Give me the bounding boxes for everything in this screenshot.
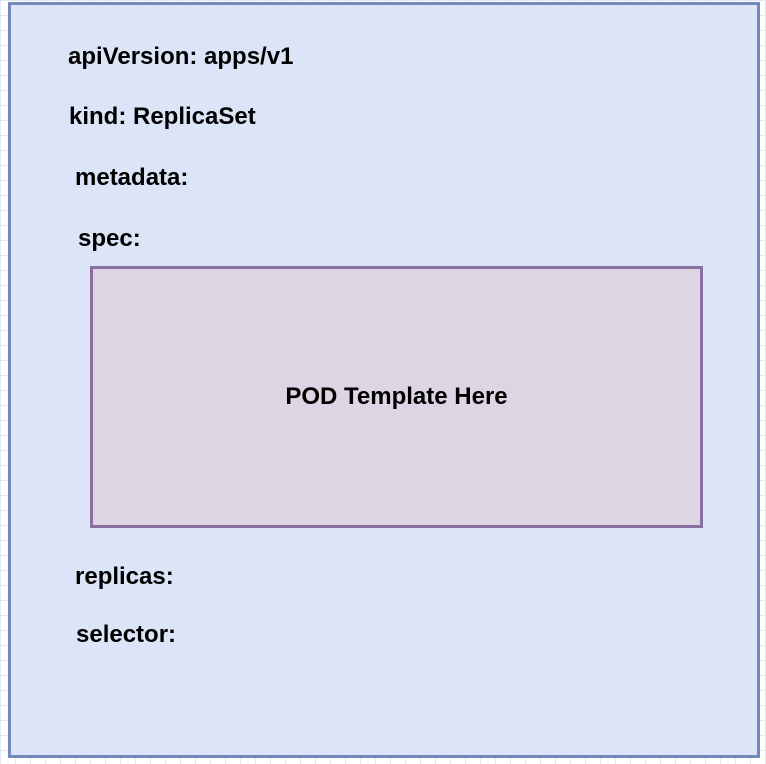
yaml-line-metadata: metadata: xyxy=(75,164,189,191)
yaml-line-replicas: replicas: xyxy=(75,563,174,590)
replicaset-definition-box: apiVersion: apps/v1 kind: ReplicaSet met… xyxy=(8,2,760,758)
pod-template-box: POD Template Here xyxy=(90,266,703,528)
pod-template-label: POD Template Here xyxy=(285,383,508,410)
yaml-line-apiversion: apiVersion: apps/v1 xyxy=(68,43,294,70)
yaml-line-kind: kind: ReplicaSet xyxy=(69,103,256,130)
yaml-line-selector: selector: xyxy=(76,621,177,648)
yaml-line-spec: spec: xyxy=(78,225,141,252)
